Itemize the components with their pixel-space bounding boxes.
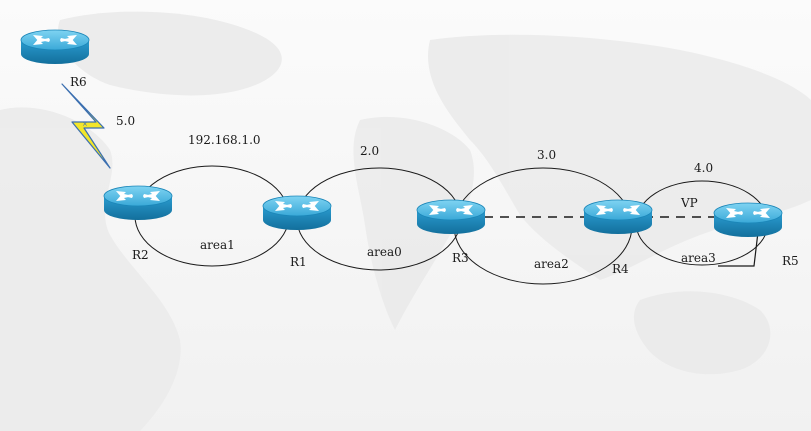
network-label-192-168-1-0: 192.168.1.0 <box>188 133 261 147</box>
serial-link-bolt: × <box>61 83 111 169</box>
r5-connector-line <box>718 231 759 267</box>
router-r1-icon[interactable] <box>262 195 332 231</box>
network-label-5-0: 5.0 <box>116 114 135 128</box>
network-label-3-0: 3.0 <box>537 148 556 162</box>
router-r2-label: R2 <box>132 248 149 262</box>
router-r5-label: R5 <box>782 254 799 268</box>
router-r1-label: R1 <box>290 255 307 269</box>
area1-label: area1 <box>200 238 235 252</box>
network-label-2-0: 2.0 <box>360 144 379 158</box>
router-r6-label: R6 <box>70 75 87 89</box>
area2-label: area2 <box>534 257 569 271</box>
network-label-4-0: 4.0 <box>694 161 713 175</box>
router-r4-icon[interactable] <box>583 199 653 235</box>
router-r4-label: R4 <box>612 262 629 276</box>
router-r5-icon[interactable] <box>713 202 783 238</box>
svg-text:×: × <box>82 120 88 128</box>
area3-label: area3 <box>681 251 716 265</box>
area0-label: area0 <box>367 245 402 259</box>
router-r2-icon[interactable] <box>103 185 173 221</box>
router-r6-icon[interactable] <box>20 29 90 65</box>
virtual-link-label: VP <box>680 196 698 210</box>
router-r3-icon[interactable] <box>416 199 486 235</box>
router-r3-label: R3 <box>452 251 469 265</box>
